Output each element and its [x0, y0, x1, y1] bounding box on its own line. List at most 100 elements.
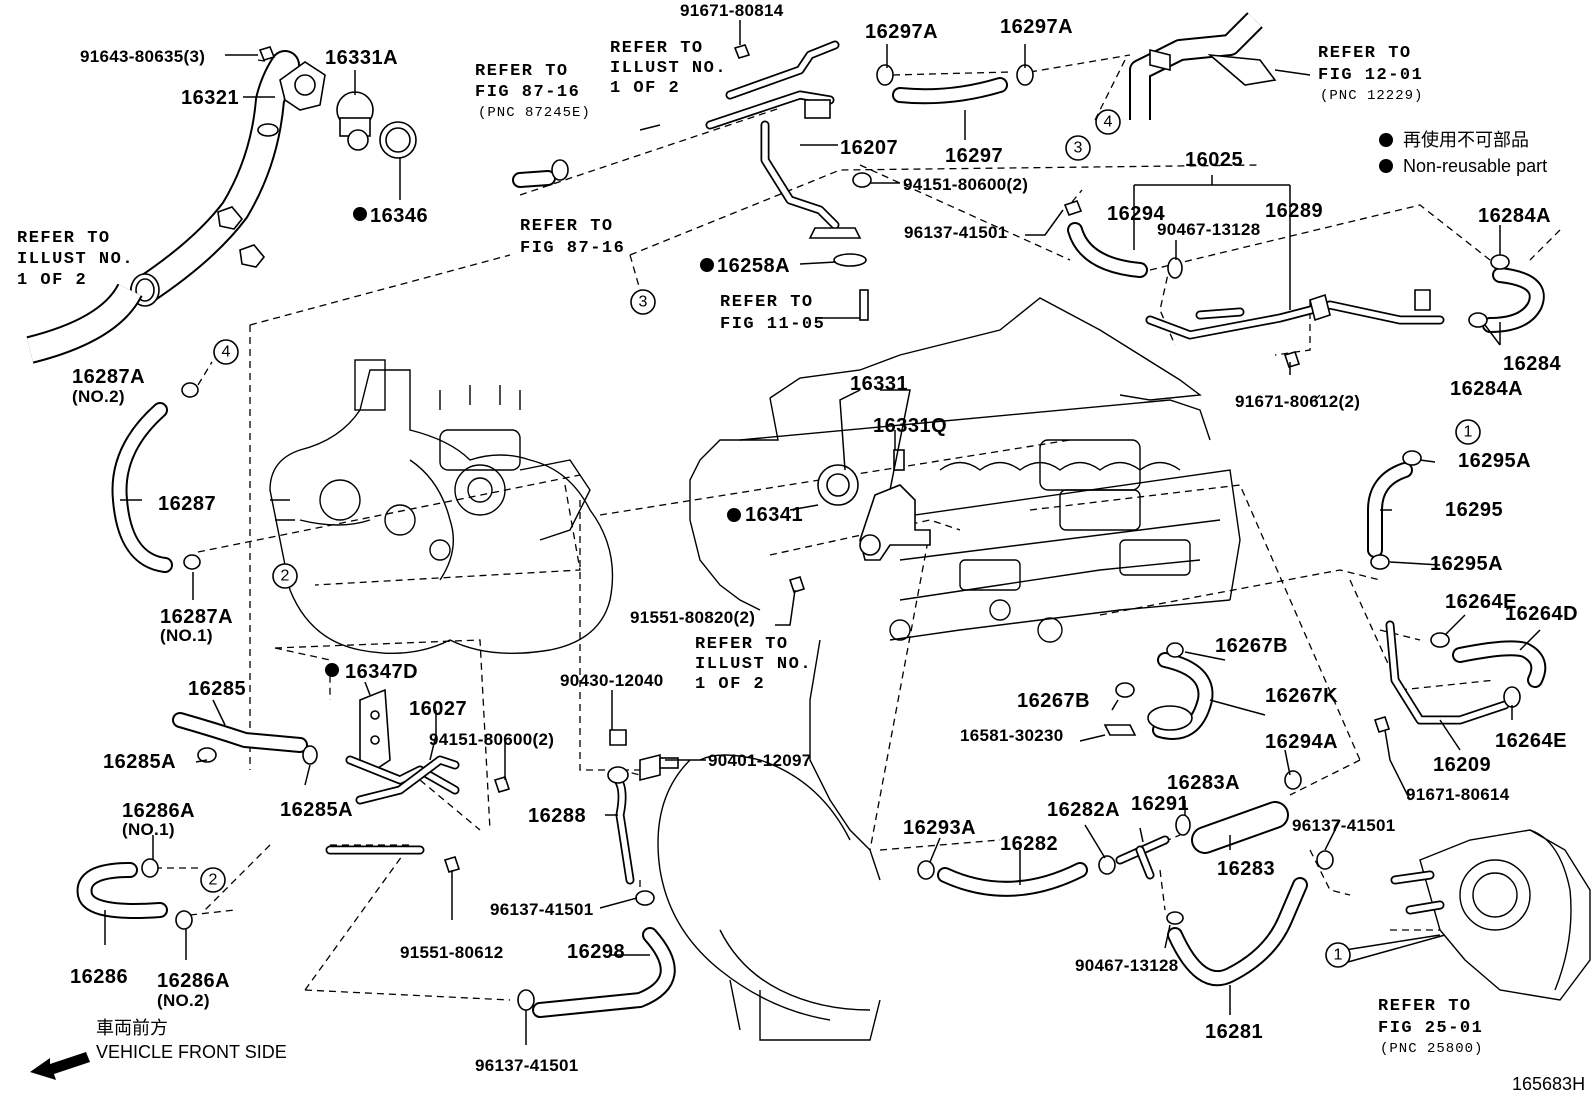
pipe-16027 — [325, 755, 460, 855]
label-96137-41501-bottom: 96137-41501 — [475, 1056, 579, 1075]
label-16264D: 16264D — [1505, 603, 1578, 625]
part-labels: 91643-80635(3) 16331A 16321 16346 91671-… — [70, 1, 1578, 1075]
label-91671-80814: 91671-80814 — [680, 1, 784, 20]
label-16264E-top: 16264E — [1445, 591, 1517, 613]
hoses — [26, 12, 1591, 1018]
vehicle-front-indicator: 車両前方 VEHICLE FRONT SIDE — [30, 1018, 287, 1080]
non-reusable-dot — [700, 258, 714, 272]
label-16267B-bottom: 16267B — [1017, 690, 1090, 712]
label-91551-80612: 91551-80612 — [400, 943, 504, 962]
label-16294: 16294 — [1107, 203, 1165, 225]
non-reusable-dot — [1379, 159, 1393, 173]
legend: 再使用不可部品 Non-reusable part — [1403, 130, 1547, 176]
label-16581-30230: 16581-30230 — [960, 726, 1064, 745]
ref-fig-11-05: REFER TO FIG 11-05 — [720, 293, 825, 334]
dashed-lines — [155, 54, 1561, 1001]
label-16287A-top-sub: (NO.2) — [72, 387, 125, 406]
label-16283: 16283 — [1217, 858, 1275, 880]
label-16297A-right: 16297A — [1000, 16, 1073, 38]
svg-text:4: 4 — [1104, 114, 1113, 131]
label-16285A-right: 16285A — [280, 799, 353, 821]
svg-text:ILLUST NO.: ILLUST NO. — [695, 655, 812, 674]
non-reusable-dot — [727, 508, 741, 522]
front-arrow-icon — [30, 1052, 90, 1080]
svg-text:1 OF 2: 1 OF 2 — [610, 79, 680, 98]
svg-text:FIG 25-01: FIG 25-01 — [1378, 1019, 1483, 1038]
label-91671-80614: 91671-80614 — [1406, 785, 1510, 804]
label-16282A: 16282A — [1047, 799, 1120, 821]
label-16331A: 16331A — [325, 47, 398, 69]
non-reusable-markers — [325, 133, 1393, 677]
label-16321: 16321 — [181, 87, 239, 109]
label-94151-80600-mid: 94151-80600(2) — [429, 730, 554, 749]
ref-illust-top: REFER TO ILLUST NO. 1 OF 2 — [610, 39, 726, 98]
ref-fig-12-01: REFER TO FIG 12-01 (PNC 12229) — [1318, 44, 1423, 104]
legend-jp: 再使用不可部品 — [1403, 130, 1529, 150]
label-90401-12097: 90401-12097 — [708, 751, 812, 770]
circle-ref-3-mid: 3 — [1065, 135, 1091, 161]
label-90467-13128-top: 90467-13128 — [1157, 220, 1261, 239]
circle-ref-1-right: 1 — [1455, 419, 1481, 445]
label-16284: 16284 — [1503, 353, 1561, 375]
svg-text:ILLUST NO.: ILLUST NO. — [17, 250, 134, 269]
label-16286A-top-sub: (NO.1) — [122, 820, 175, 839]
engine-block — [657, 297, 1241, 1041]
svg-text:REFER TO: REFER TO — [475, 62, 569, 81]
label-16331: 16331 — [850, 373, 908, 395]
svg-text:REFER TO: REFER TO — [17, 229, 111, 248]
pipe-16289 — [1145, 289, 1445, 340]
label-16293A: 16293A — [903, 817, 976, 839]
label-16291: 16291 — [1131, 793, 1189, 815]
label-16295A-top: 16295A — [1458, 450, 1531, 472]
ref-illust-center: REFER TO ILLUST NO. 1 OF 2 — [695, 635, 812, 694]
label-16286A-bottom: 16286A — [157, 970, 230, 992]
circle-ref-1-pump: 1 — [1325, 942, 1351, 968]
circle-ref-4-left: 4 — [213, 339, 239, 365]
svg-text:(PNC 12229): (PNC 12229) — [1320, 88, 1423, 104]
svg-text:FIG 87-16: FIG 87-16 — [475, 83, 580, 102]
label-16331Q: 16331Q — [873, 415, 947, 437]
label-91643-80635: 91643-80635(3) — [80, 47, 205, 66]
svg-text:2: 2 — [209, 872, 218, 889]
ref-illust-left: REFER TO ILLUST NO. 1 OF 2 — [17, 229, 134, 290]
svg-text:REFER TO: REFER TO — [695, 635, 789, 654]
label-16286: 16286 — [70, 966, 128, 988]
svg-text:REFER TO: REFER TO — [610, 39, 704, 58]
pipe-16207 — [705, 40, 862, 239]
svg-text:1 OF 2: 1 OF 2 — [695, 675, 765, 694]
svg-text:3: 3 — [639, 294, 648, 311]
label-16287A-bottom: 16287A — [160, 606, 233, 628]
diagram-id: 165683H — [1512, 1074, 1585, 1094]
legend-en: Non-reusable part — [1403, 156, 1547, 176]
label-16287: 16287 — [158, 493, 216, 515]
svg-text:4: 4 — [222, 344, 231, 361]
label-16297: 16297 — [945, 145, 1003, 167]
svg-text:FIG 12-01: FIG 12-01 — [1318, 66, 1423, 85]
label-16294A: 16294A — [1265, 731, 1338, 753]
label-16285: 16285 — [188, 678, 246, 700]
svg-text:FIG 11-05: FIG 11-05 — [720, 315, 825, 334]
small-parts — [141, 44, 1521, 1011]
non-reusable-dot — [325, 663, 339, 677]
svg-text:(PNC 25800): (PNC 25800) — [1380, 1041, 1483, 1057]
ref-fig-87-16-top: REFER TO FIG 87-16 (PNC 87245E) — [475, 62, 590, 121]
label-94151-80600-top: 94151-80600(2) — [903, 175, 1028, 194]
water-pipe-16321 — [130, 50, 326, 307]
label-90467-13128-bottom: 90467-13128 — [1075, 956, 1179, 975]
label-16295A-bottom: 16295A — [1430, 553, 1503, 575]
label-16287A-bottom-sub: (NO.1) — [160, 626, 213, 645]
reference-notes: REFER TO FIG 87-16 (PNC 87245E) REFER TO… — [17, 39, 1483, 1057]
label-16346: 16346 — [370, 205, 428, 227]
pipe-fig12 — [1129, 12, 1277, 120]
label-16289: 16289 — [1265, 200, 1323, 222]
label-91671-80612: 91671-80612(2) — [1235, 392, 1360, 411]
svg-text:1: 1 — [1464, 424, 1473, 441]
label-16027: 16027 — [409, 698, 467, 720]
label-91551-80820: 91551-80820(2) — [630, 608, 755, 627]
label-16267K: 16267K — [1265, 685, 1338, 707]
label-16282: 16282 — [1000, 833, 1058, 855]
svg-text:REFER TO: REFER TO — [1318, 44, 1412, 63]
circle-ref-3-left: 3 — [630, 289, 656, 315]
label-96137-41501-top: 96137-41501 — [904, 223, 1008, 242]
reference-circles: 4 3 3 4 2 1 2 1 — [200, 109, 1481, 968]
